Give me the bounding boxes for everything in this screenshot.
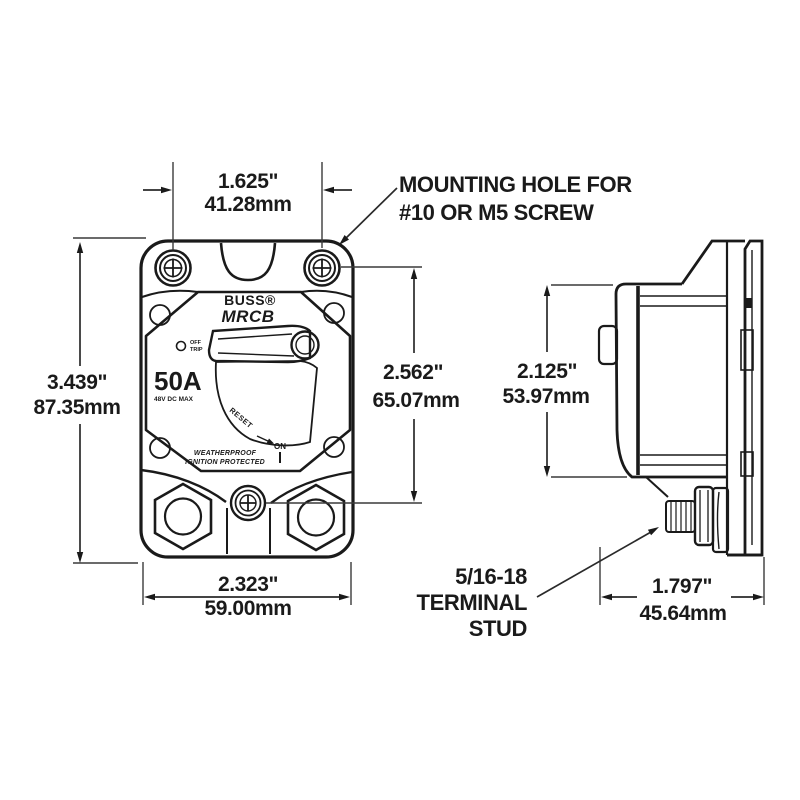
- flange-pad-upper: [740, 329, 754, 371]
- terminal-stud-note-line1: 5/16-18: [455, 564, 527, 589]
- mounting-hole-note-line2: #10 OR M5 SCREW: [399, 200, 594, 225]
- breaker-body-outline: [139, 239, 355, 559]
- face-corner-hole-br: [323, 436, 345, 458]
- callout-terminal-stud: 5/16-18 TERMINAL STUD: [417, 527, 659, 641]
- reset-label: RESET: [228, 406, 255, 431]
- terminal-stud-arrowhead: [647, 527, 659, 536]
- terminal-stud-note-line3: STUD: [469, 616, 527, 641]
- dim-side-depth-mm: 45.64mm: [639, 602, 726, 625]
- front-view: OFF TRIP BUSS® MRCB 50A 48V DC MAX RESET…: [139, 239, 355, 559]
- center-screw: [229, 484, 267, 522]
- dim-overall-height-mm: 87.35mm: [33, 396, 120, 419]
- dim-hole-spacing-mm: 41.28mm: [204, 193, 291, 216]
- face-plate: [144, 290, 352, 473]
- dimension-side-height: 2.125" 53.97mm: [502, 284, 627, 478]
- toggle-lever: [207, 324, 320, 447]
- on-label: ON: [274, 442, 286, 451]
- ignition-protected-text: IGNITION PROTECTED: [185, 459, 265, 466]
- dim-hole-to-terminal-in: 2.562": [383, 361, 443, 384]
- off-label: OFF: [190, 340, 202, 346]
- bottom-left-swoop: [140, 468, 227, 503]
- trip-indicator: OFF TRIP: [175, 340, 203, 353]
- side-flange: [727, 239, 764, 557]
- voltage-rating: 48V DC MAX: [154, 396, 194, 403]
- top-right-swoop: [300, 289, 353, 298]
- mounting-hole-note-line1: MOUNTING HOLE FOR: [399, 172, 632, 197]
- dimension-overall-height: 3.439" 87.35mm: [33, 237, 146, 564]
- flange-pad-lower: [740, 451, 754, 477]
- dim-side-depth-in: 1.797": [652, 575, 712, 598]
- face-corner-hole-tl: [149, 304, 171, 326]
- dim-overall-height-in: 3.439": [47, 371, 107, 394]
- dim-side-height-mm: 53.97mm: [502, 385, 589, 408]
- terminal-stud-note-line2: TERMINAL: [417, 590, 527, 615]
- stud-threads: [665, 500, 696, 533]
- terminal-hex-right: [286, 483, 346, 552]
- mounting-screw-top-right: [303, 249, 341, 287]
- dimension-hole-to-terminal: 2.562" 65.07mm: [266, 266, 460, 504]
- trip-label: TRIP: [190, 347, 203, 353]
- mounting-screw-top-left: [154, 249, 192, 287]
- side-top-cap: [680, 239, 745, 285]
- side-terminal-stud: [645, 476, 730, 554]
- mounting-hole-arrowhead: [339, 235, 349, 245]
- weatherproof-text: WEATHERPROOF: [194, 450, 257, 457]
- dimension-hole-spacing: 1.625" 41.28mm: [143, 162, 352, 250]
- dim-hole-spacing-in: 1.625": [218, 170, 278, 193]
- side-lever-boss: [597, 324, 619, 366]
- model-text: MRCB: [222, 307, 275, 326]
- stud-back-plate: [711, 486, 730, 554]
- dim-side-height-in: 2.125": [517, 360, 577, 383]
- dimension-overall-width: 2.323" 59.00mm: [142, 562, 352, 620]
- terminal-hex-left: [153, 482, 213, 551]
- dim-overall-width-mm: 59.00mm: [204, 597, 291, 620]
- stud-hex-nut: [693, 485, 715, 547]
- brand-text: BUSS®: [224, 292, 276, 308]
- face-corner-hole-bl: [149, 437, 171, 459]
- flange-notch: [745, 298, 752, 308]
- lever-sweep-fan: [214, 360, 318, 447]
- callout-mounting-hole: MOUNTING HOLE FOR #10 OR M5 SCREW: [339, 172, 633, 245]
- face-corner-hole-tr: [323, 302, 345, 324]
- bottom-right-swoop: [270, 470, 353, 504]
- dim-overall-width-in: 2.323": [218, 573, 278, 596]
- lever-handle: [207, 324, 312, 364]
- lever-pivot: [290, 330, 320, 360]
- top-left-swoop: [141, 289, 199, 298]
- amp-rating: 50A: [154, 366, 202, 396]
- side-view: [597, 239, 764, 557]
- top-center-dip: [219, 242, 277, 282]
- dim-hole-to-terminal-mm: 65.07mm: [372, 389, 459, 412]
- reset-arrowhead: [266, 438, 274, 445]
- dimension-side-depth: 1.797" 45.64mm: [599, 547, 765, 625]
